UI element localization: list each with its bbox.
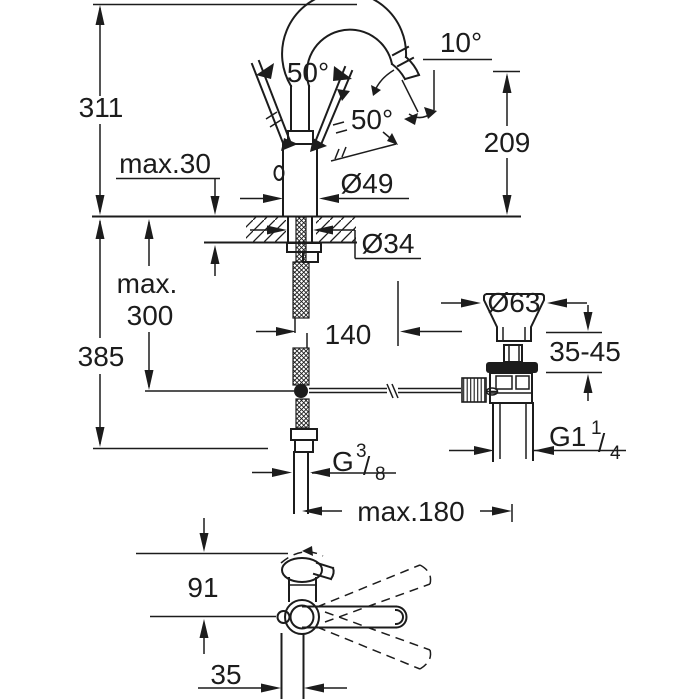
- hose-nut: [290, 428, 318, 441]
- dim-385: 385: [78, 219, 268, 450]
- dim-g38-prefix: G: [332, 446, 354, 477]
- plan-knob: [276, 610, 291, 624]
- dim-35-45: 35-45: [546, 305, 621, 401]
- pop-up-waste: [461, 292, 545, 462]
- dim-dia34: Ø34: [250, 225, 421, 260]
- supply-hose: [290, 261, 318, 514]
- dim-dia63-label: Ø63: [488, 287, 541, 318]
- pop-up-knob: [273, 165, 285, 181]
- dim-91: 91: [187, 518, 219, 654]
- dim-max300: max. 300: [117, 219, 178, 390]
- lever-swing-dashed: [316, 564, 432, 670]
- plan-body-outer: [284, 599, 320, 635]
- dim-max180: max.180: [302, 496, 513, 527]
- handle-pivot-mark: [310, 138, 327, 152]
- dim-385-label: 385: [78, 341, 125, 372]
- spout-outlet-tip: [403, 73, 421, 81]
- dim-10deg-label: 10°: [440, 27, 482, 58]
- dim-g114: G1 1 / 4: [449, 418, 626, 464]
- dim-35: 35: [198, 659, 347, 693]
- dim-max180-label: max.180: [357, 496, 464, 527]
- plan-faucet: [276, 546, 432, 699]
- mounting-shank: [286, 216, 322, 263]
- dim-max30-label: max.30: [119, 148, 211, 179]
- dim-g114-denominator: 4: [610, 443, 621, 464]
- dim-dia49-label: Ø49: [341, 168, 394, 199]
- lever-handle-cap: [394, 605, 408, 629]
- dim-50deg-right-label: 50°: [351, 104, 393, 135]
- dim-g114-slash: /: [598, 428, 606, 458]
- plan-body-inner: [289, 604, 315, 630]
- dim-50deg-left-label: 50°: [287, 57, 329, 88]
- dim-311-label: 311: [79, 92, 124, 123]
- dim-dia34-label: Ø34: [362, 228, 415, 259]
- dim-dia49: Ø49: [240, 168, 409, 203]
- dim-g38-numerator: 3: [356, 441, 367, 462]
- plan-spout-dashed-outline: [280, 551, 324, 564]
- plan-spout-base: [281, 557, 323, 583]
- dim-140: 140: [256, 281, 462, 350]
- dim-g38: G 3 / 8: [252, 441, 396, 485]
- mounting-nut: [302, 251, 319, 263]
- threaded-stud: [295, 216, 307, 263]
- dim-g38-slash: /: [363, 451, 371, 481]
- dim-311: 311: [79, 5, 124, 215]
- dim-max300-value: 300: [127, 300, 174, 331]
- handle-swing-marks: 50° 50°: [250, 57, 398, 162]
- dim-max300-word: max.: [117, 268, 178, 299]
- outlet-axis-line: [401, 79, 419, 113]
- dim-10deg: 10°: [401, 27, 492, 125]
- dim-dia63: Ø63: [441, 287, 587, 318]
- pop-up-rod: [145, 383, 461, 399]
- dim-35-label: 35: [210, 659, 241, 690]
- waste-collar: [486, 362, 538, 373]
- dim-max30: max.30: [116, 148, 220, 276]
- plan-view: 91: [136, 518, 432, 699]
- aerator-band: [391, 45, 410, 57]
- aerator-band: [396, 56, 415, 68]
- dim-g114-prefix: G1: [549, 421, 586, 452]
- side-view: 311 max.30 10°: [78, 0, 626, 527]
- ball-joint: [294, 384, 308, 398]
- rod-coupling: [461, 377, 487, 403]
- dim-35-45-label: 35-45: [549, 336, 621, 367]
- dim-140-label: 140: [325, 319, 372, 350]
- dim-g114-numerator: 1: [591, 418, 602, 439]
- dim-209: 209: [484, 70, 531, 215]
- dim-209-label: 209: [484, 127, 531, 158]
- dim-g38-denominator: 8: [375, 464, 386, 485]
- gooseneck-spout: [281, 0, 421, 132]
- faucet-body: [273, 130, 318, 217]
- dim-91-label: 91: [187, 572, 218, 603]
